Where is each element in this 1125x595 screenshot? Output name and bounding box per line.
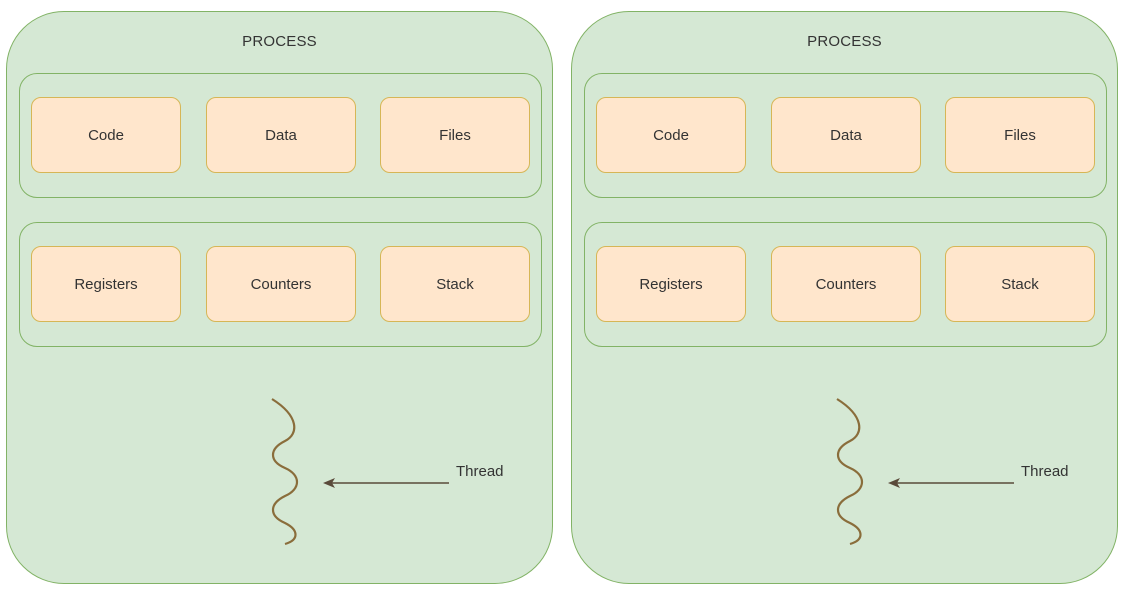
thread-squiggle (836, 398, 864, 546)
thread-label: Thread (1021, 463, 1069, 480)
thread-squiggle (271, 398, 299, 546)
thread-arrowhead (323, 478, 335, 488)
data-box: Data (206, 97, 356, 173)
process-title: PROCESS (807, 33, 882, 50)
stack-box: Stack (380, 246, 530, 322)
thread-resources-group: Registers Counters Stack (584, 222, 1107, 347)
process-container: PROCESS Code Data Files Registers Counte… (6, 11, 553, 584)
counters-box: Counters (206, 246, 356, 322)
thread-icon (836, 398, 1014, 546)
thread-label: Thread (456, 463, 504, 480)
process-container: PROCESS Code Data Files Registers Counte… (571, 11, 1118, 584)
shared-resources-group: Code Data Files (19, 73, 542, 198)
shared-resources-group: Code Data Files (584, 73, 1107, 198)
thread-resources-group: Registers Counters Stack (19, 222, 542, 347)
thread-arrowhead (888, 478, 900, 488)
registers-box: Registers (31, 246, 181, 322)
registers-box: Registers (596, 246, 746, 322)
files-box: Files (945, 97, 1095, 173)
thread-icon (271, 398, 449, 546)
code-box: Code (596, 97, 746, 173)
stack-box: Stack (945, 246, 1095, 322)
code-box: Code (31, 97, 181, 173)
data-box: Data (771, 97, 921, 173)
counters-box: Counters (771, 246, 921, 322)
process-title: PROCESS (242, 33, 317, 50)
files-box: Files (380, 97, 530, 173)
